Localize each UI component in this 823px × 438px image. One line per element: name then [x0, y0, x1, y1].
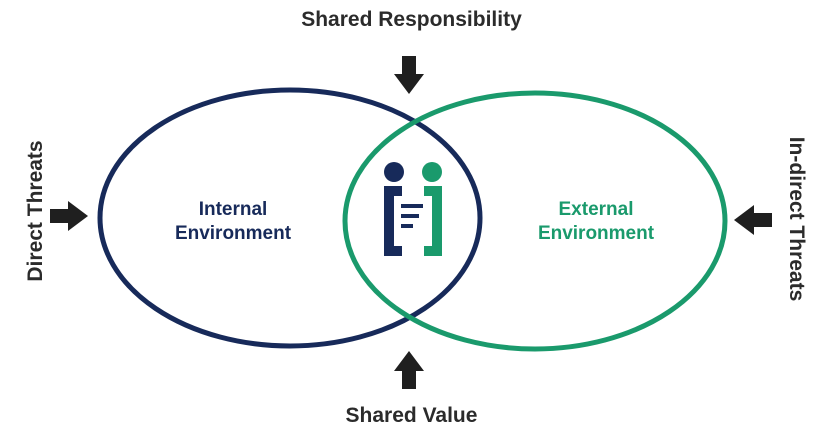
internal-environment-circle: [97, 87, 483, 349]
external-environment-label: External Environment: [516, 198, 676, 246]
indirect-threats-label: In-direct Threats: [785, 136, 808, 302]
direct-threats-label: Direct Threats: [24, 140, 47, 282]
logo-icon: [384, 162, 442, 256]
external-environment-line2: Environment: [537, 223, 655, 244]
internal-environment-line1: Internal: [198, 199, 268, 220]
arrow-down-icon: [394, 56, 424, 94]
external-environment-circle: [342, 90, 728, 352]
external-environment-line1: External: [558, 199, 634, 220]
shared-responsibility-label: Shared Responsibility: [301, 8, 522, 31]
internal-environment-label: Internal Environment: [153, 198, 313, 246]
shared-value-label: Shared Value: [345, 404, 478, 427]
arrow-right-icon: [50, 201, 88, 231]
internal-environment-line2: Environment: [174, 223, 292, 244]
arrow-left-icon: [734, 205, 772, 235]
arrow-up-icon: [394, 351, 424, 389]
